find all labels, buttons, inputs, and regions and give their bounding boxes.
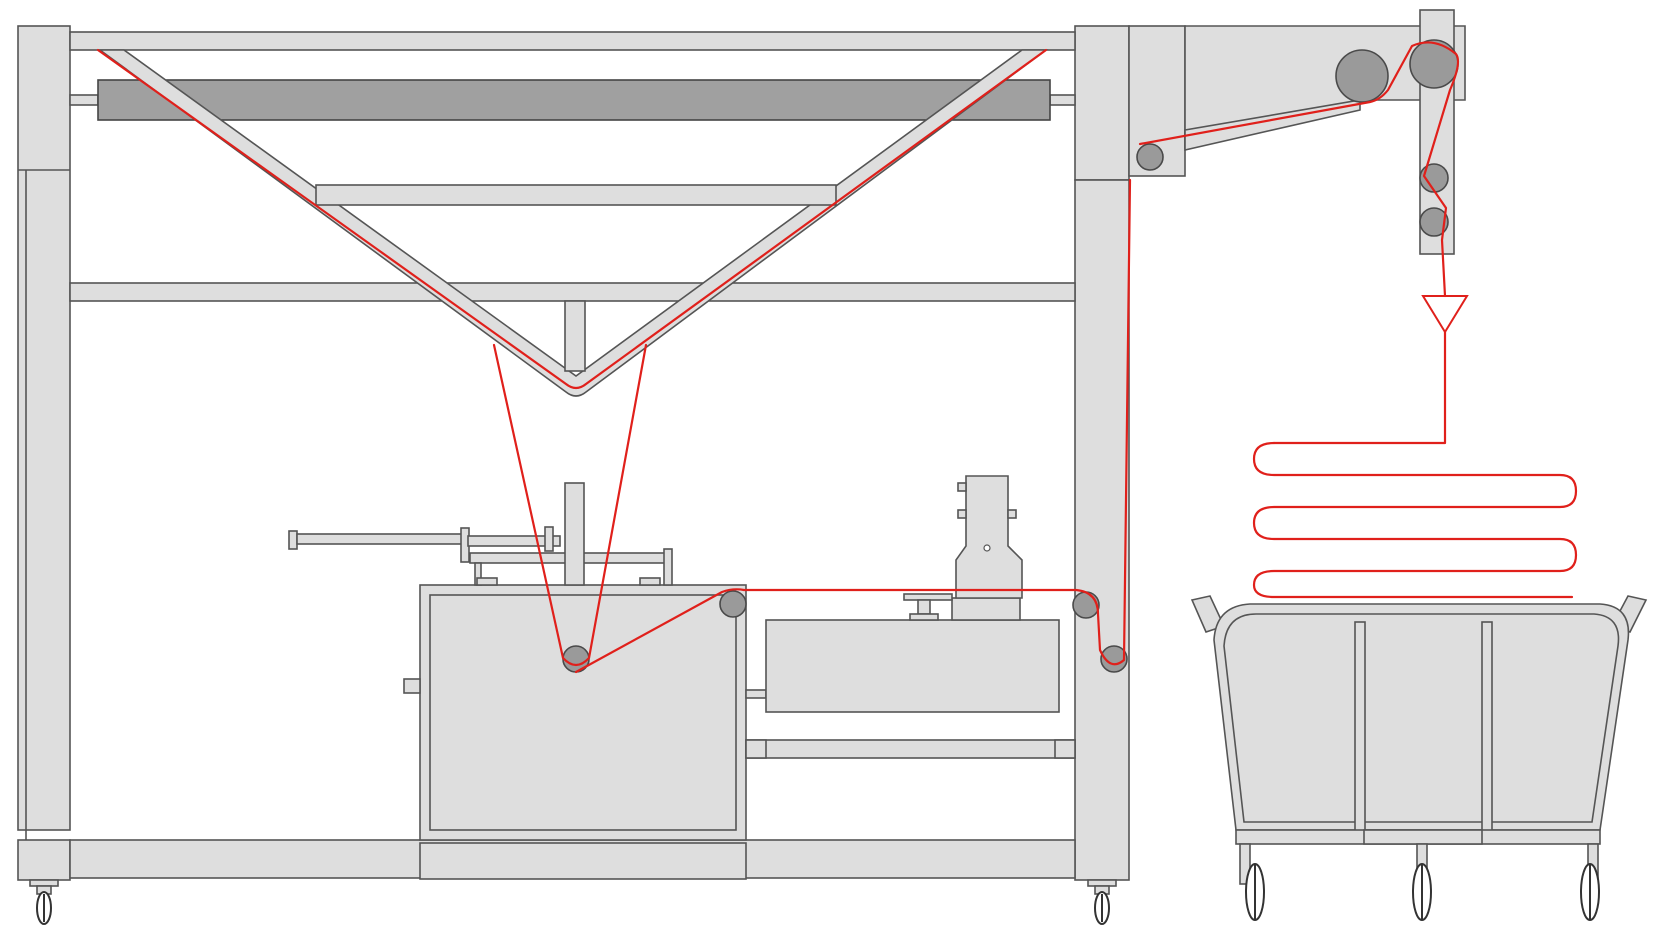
middle-rail: [69, 282, 1076, 302]
drive-unit: [745, 475, 1076, 759]
scray-inner: [429, 594, 737, 831]
right-post: [1074, 179, 1130, 881]
fabric-path: [96, 41, 1460, 674]
arm-roller-1: [1335, 49, 1389, 103]
drive-housing: [765, 619, 1060, 713]
motor-tower: [955, 475, 1023, 599]
cart-wheel: [1580, 843, 1600, 921]
scray-stub: [403, 678, 421, 694]
side-arm: [1128, 9, 1466, 255]
top-rail: [69, 31, 1076, 51]
post-roller-lower: [1100, 645, 1128, 673]
truss-crossbar: [315, 184, 837, 206]
arm-roller-2: [1409, 39, 1459, 89]
truss-strut: [564, 300, 586, 372]
motor-base: [951, 597, 1021, 621]
post-roller: [1136, 143, 1164, 171]
scray-roller-right: [719, 590, 747, 618]
cart-wheel: [1412, 843, 1432, 921]
fabric-line-feed: [1272, 330, 1447, 445]
cart-tub: [1213, 603, 1630, 831]
fabric-line-arm: [1138, 41, 1460, 298]
guide-rod: [296, 533, 468, 545]
cart-wheel: [1239, 843, 1265, 921]
drop-head: [1136, 39, 1469, 334]
cart-rib: [1481, 621, 1493, 833]
caster: [1087, 879, 1117, 925]
plaiter-cone: [1421, 295, 1469, 334]
fabric-line-upper: [96, 48, 1048, 390]
fabric-line-scray: [574, 178, 1132, 674]
drop-roller-2: [1419, 207, 1449, 237]
drive-shelf: [745, 739, 1076, 759]
top-beam: [97, 79, 1051, 121]
post-roller-upper: [1072, 591, 1100, 619]
left-post-foot: [17, 839, 71, 881]
right-post-head: [1074, 25, 1130, 181]
scray-upright: [564, 482, 585, 586]
bottom-rail-joint: [419, 842, 747, 880]
cart-rib: [1354, 621, 1366, 833]
folded-fabric: [1252, 441, 1578, 599]
fabric-line-drop: [492, 343, 648, 667]
fabric-cart: [1190, 595, 1648, 921]
v-truss: [97, 49, 1049, 397]
main-gantry-frame: [17, 25, 1130, 881]
top-beam-roller: [69, 79, 1076, 121]
caster: [29, 879, 59, 925]
scray-box: [288, 482, 747, 841]
frame-casters: [29, 879, 1117, 925]
